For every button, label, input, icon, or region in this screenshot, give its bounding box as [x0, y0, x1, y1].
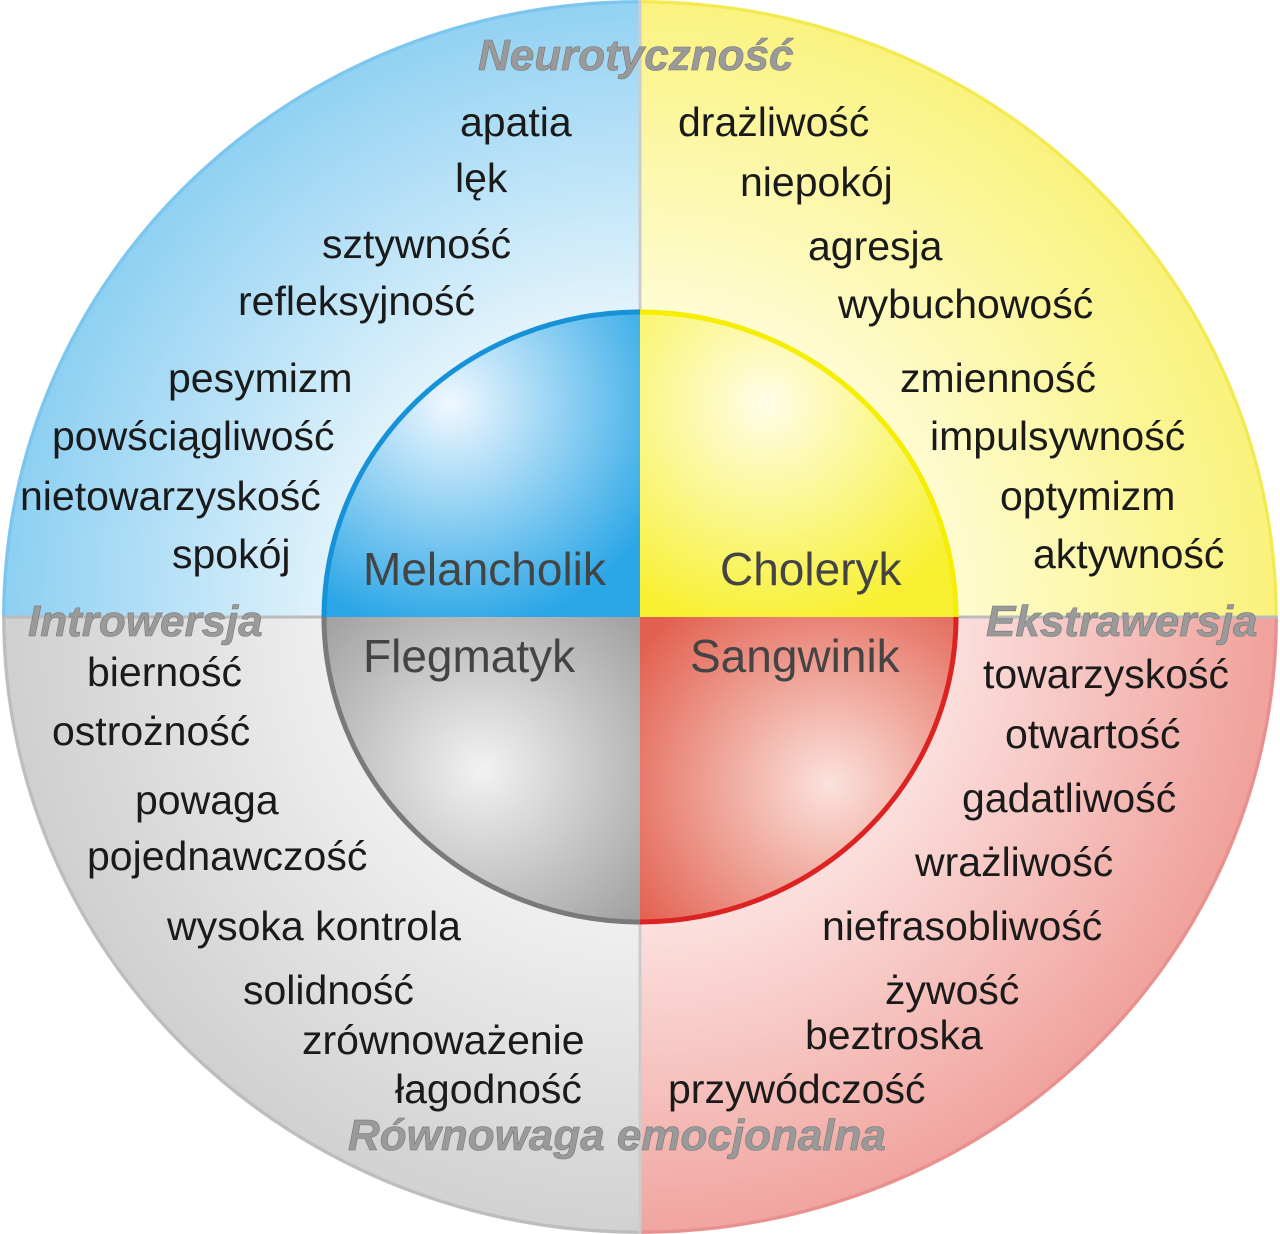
trait: beztroska: [805, 1012, 983, 1058]
type-label-sanguine: Sangwinik: [690, 630, 901, 682]
axis-label-extraversion: Ekstrawersja: [986, 597, 1258, 646]
trait: ostrożność: [52, 708, 250, 754]
trait: spokój: [172, 531, 291, 577]
inner-quadrant-phlegmatic: [324, 617, 640, 922]
trait: niepokój: [740, 159, 893, 205]
trait: pojednawczość: [87, 833, 367, 879]
trait: solidność: [243, 967, 414, 1013]
inner-quadrant-sanguine: [640, 617, 956, 922]
trait: lęk: [455, 155, 508, 201]
trait: aktywność: [1033, 531, 1224, 577]
type-label-melancholic: Melancholik: [363, 543, 607, 595]
trait: przywódczość: [668, 1066, 925, 1112]
trait: powaga: [135, 777, 279, 823]
inner-quadrant-melancholic: [324, 312, 640, 617]
type-label-phlegmatic: Flegmatyk: [363, 630, 576, 682]
axis-label-introversion: Introwersja: [28, 597, 263, 646]
axis-label-neuroticism: Neurotyczność: [478, 31, 794, 80]
type-label-choleric: Choleryk: [720, 543, 903, 595]
trait: wysoka kontrola: [166, 903, 461, 949]
trait: pesymizm: [168, 355, 353, 401]
trait: agresja: [808, 223, 943, 269]
trait: refleksyjność: [238, 278, 475, 324]
trait: powściągliwość: [52, 413, 335, 459]
inner-quadrant-choleric: [640, 312, 956, 617]
trait: gadatliwość: [962, 775, 1176, 821]
axis-label-emotional-stability: Równowaga emocjonalna: [348, 1111, 886, 1160]
trait: impulsywność: [930, 413, 1185, 459]
trait: optymizm: [1000, 473, 1175, 519]
trait: otwartość: [1005, 711, 1180, 757]
trait: niefrasobliwość: [822, 903, 1102, 949]
trait: towarzyskość: [983, 651, 1229, 697]
trait: łagodność: [395, 1066, 582, 1112]
trait: apatia: [460, 99, 572, 145]
trait: wybuchowość: [837, 281, 1093, 327]
trait: zmienność: [900, 355, 1096, 401]
trait: sztywność: [322, 221, 511, 267]
trait: żywość: [885, 967, 1019, 1013]
trait: bierność: [87, 649, 242, 695]
trait: zrównoważenie: [302, 1017, 585, 1063]
trait: drażliwość: [678, 99, 869, 145]
trait: nietowarzyskość: [20, 473, 321, 519]
trait: wrażliwość: [914, 839, 1113, 885]
